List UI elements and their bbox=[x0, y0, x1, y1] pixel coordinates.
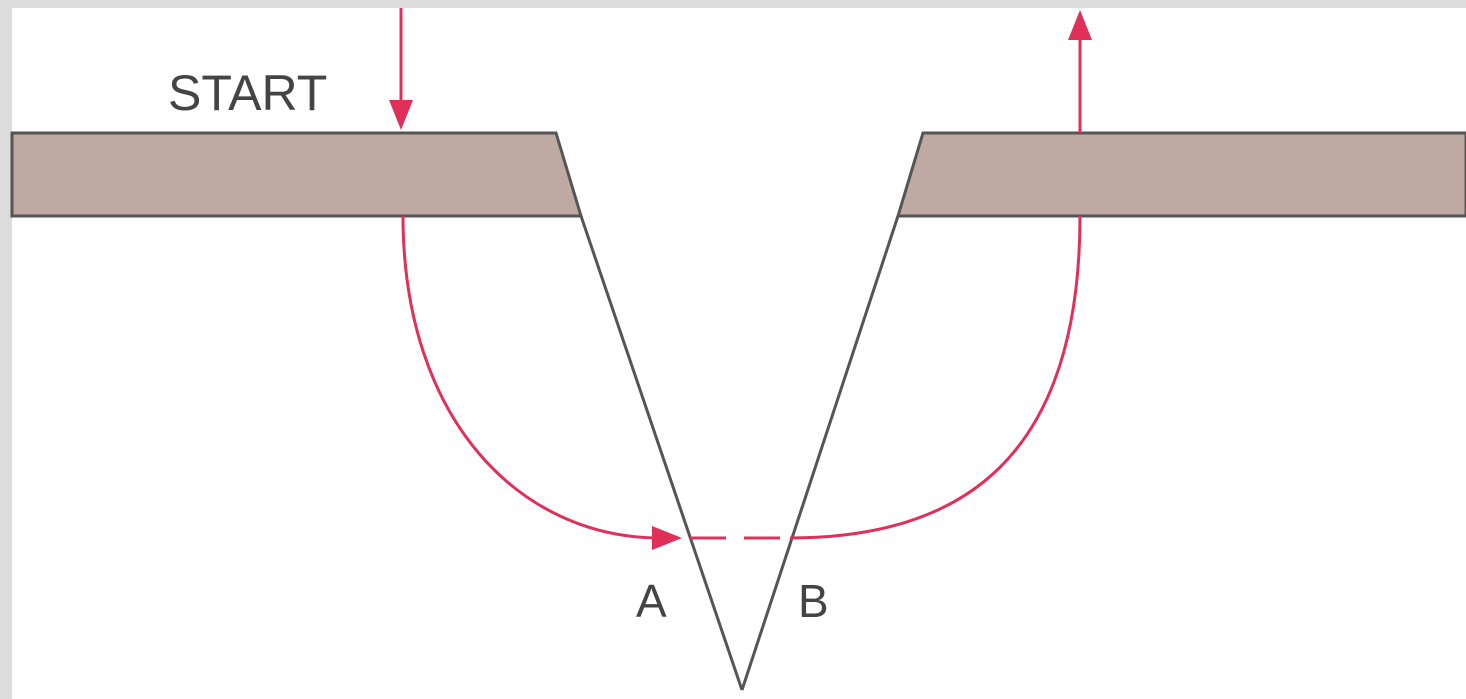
diagram-canvas bbox=[12, 8, 1466, 699]
curved-path-left bbox=[401, 215, 661, 540]
notch-right-face bbox=[740, 215, 900, 691]
point-a-label: A bbox=[636, 575, 667, 627]
curved-path-right bbox=[789, 215, 1082, 540]
arrow-up-icon bbox=[1068, 10, 1092, 40]
arrow-down-icon bbox=[389, 100, 413, 130]
notch-left-face bbox=[579, 215, 744, 691]
left-slab bbox=[10, 131, 584, 218]
right-slab bbox=[895, 131, 1466, 218]
point-b-label: B bbox=[798, 575, 829, 627]
start-label: START bbox=[168, 65, 327, 121]
arrow-right-icon bbox=[652, 526, 682, 550]
